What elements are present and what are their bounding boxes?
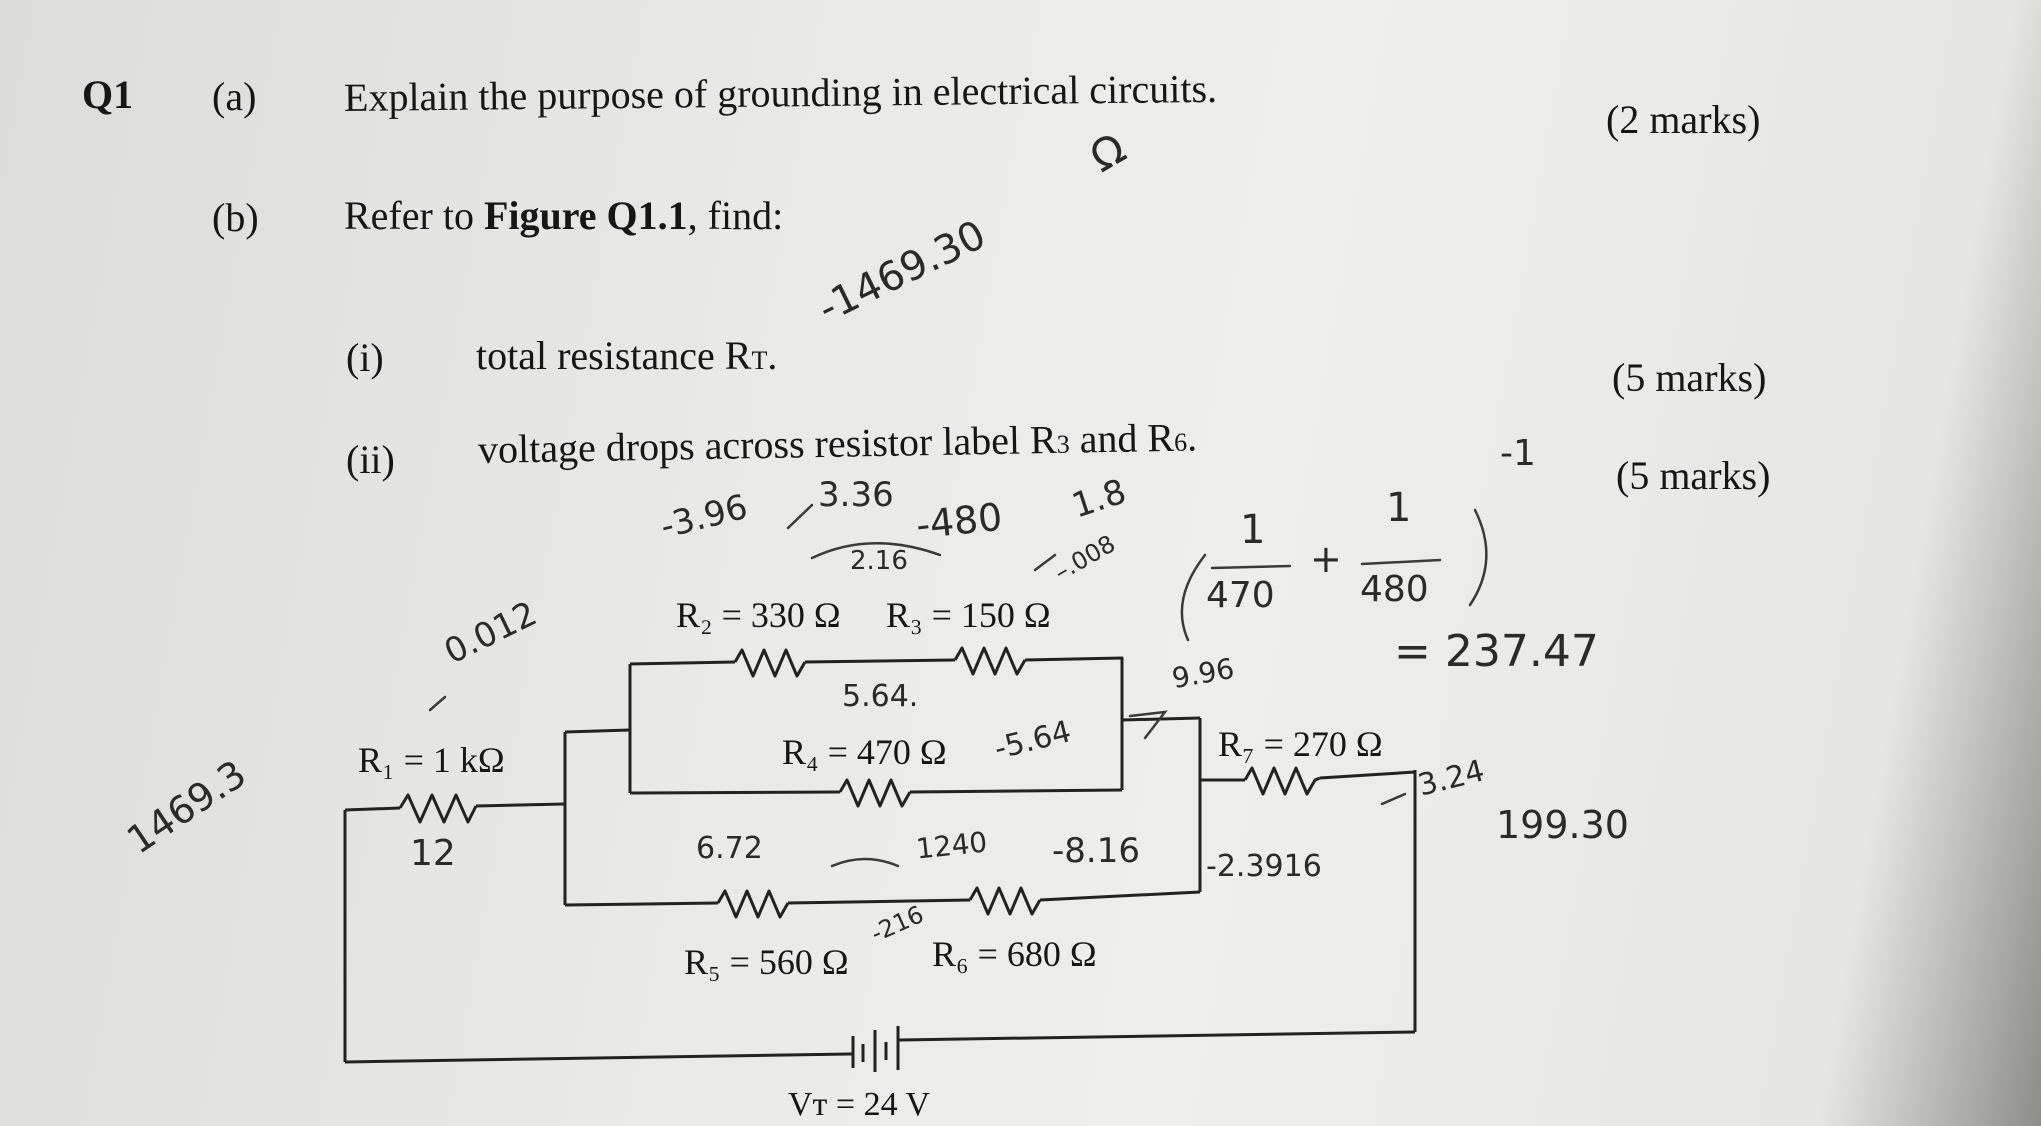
- hw-frac1-num: 1: [1240, 507, 1266, 553]
- sub-i-marks: (5 marks): [1612, 355, 1767, 400]
- scribble-arc: [830, 857, 900, 868]
- sub-i-label: (i): [346, 335, 384, 380]
- wire-r7-right: [1319, 770, 1416, 780]
- resistor-r1: [398, 793, 478, 824]
- hw-v-12: 1240: [914, 825, 989, 866]
- part-b-prefix: Refer to: [344, 193, 484, 238]
- part-a-label: (a): [212, 74, 257, 119]
- hw-frac1-den: 470: [1206, 575, 1275, 616]
- resistor-r7: [1243, 766, 1321, 796]
- sub-i-subscript: T: [751, 346, 768, 375]
- part-b-suffix: , find:: [687, 193, 784, 238]
- wire-bottom-left: [344, 1052, 851, 1064]
- sub-i-text: total resistance RT.: [476, 336, 777, 376]
- wire-r4-left: [629, 790, 841, 795]
- question-number: Q1: [82, 72, 134, 117]
- hw-frac2-num: 1: [1386, 485, 1412, 531]
- scribble-bracket-left: [1180, 553, 1207, 642]
- wire-r6-right: [1039, 890, 1201, 902]
- resistor-r2: [733, 648, 807, 678]
- hw-v-14: -2.3916: [1206, 849, 1322, 884]
- wire-upper-start: [564, 728, 631, 734]
- resistor-r4: [838, 778, 912, 808]
- hw-v-13: -8.16: [1052, 831, 1140, 871]
- scribble-overline: [810, 542, 942, 560]
- wire-top-right: [1024, 656, 1124, 790]
- sub-ii-label: (ii): [346, 437, 395, 482]
- wire-r1-left: [344, 806, 401, 812]
- label-r6: R₆ = 680 Ω: [932, 934, 1097, 974]
- label-r5: R₅ = 560 Ω: [684, 942, 849, 982]
- hw-v-7: 5.64.: [842, 679, 919, 714]
- wire-r5-r6: [787, 898, 971, 905]
- label-r2: R₂ = 330 Ω: [676, 595, 841, 635]
- wire-bottom-branch: [564, 901, 719, 907]
- scribble-slash-1: [786, 503, 814, 530]
- hw-v-2: 3.36: [818, 475, 894, 515]
- label-r3: R₃ = 150 Ω: [886, 595, 1051, 635]
- hw-v-16: 199.30: [1496, 803, 1629, 847]
- hw-v-11: 6.72: [696, 831, 763, 866]
- hw-result: = 237.47: [1394, 626, 1599, 677]
- hw-v-3: 2.16: [850, 546, 908, 576]
- resistor-r3: [953, 646, 1027, 676]
- scribble-fraction-bar-1: [1210, 564, 1292, 570]
- wire-bottom-right: [899, 1030, 1416, 1042]
- wire-r1-right: [475, 802, 566, 808]
- part-b-label: (b): [212, 195, 259, 240]
- part-b-text: Refer to Figure Q1.1, find:: [344, 196, 783, 236]
- scribble-slash-2: [1033, 553, 1057, 572]
- hw-v-10: 12: [410, 833, 456, 874]
- wire-top-mid: [804, 658, 956, 664]
- battery-source: [850, 1026, 900, 1072]
- scribble-bracket-right: [1468, 508, 1488, 607]
- label-source: Vᴛ = 24 V: [788, 1086, 931, 1123]
- part-a-marks: (2 marks): [1606, 97, 1761, 142]
- hw-exponent: -1: [1500, 433, 1536, 474]
- label-r7: R₇ = 270 Ω: [1218, 724, 1383, 764]
- resistor-r6: [968, 886, 1042, 916]
- wire-top: [629, 660, 736, 666]
- scribble-tick: [1128, 710, 1168, 740]
- sub-ii-marks: (5 marks): [1616, 453, 1771, 498]
- sub-i-main: total resistance R: [476, 333, 752, 378]
- figure-ref: Figure Q1.1: [483, 193, 688, 238]
- scribble-fraction-bar-2: [1360, 558, 1442, 566]
- hw-plus: +: [1310, 537, 1342, 581]
- wire-r4-right: [909, 788, 1123, 794]
- label-r1: R₁ = 1 kΩ: [358, 740, 505, 780]
- hw-frac2-den: 480: [1360, 569, 1429, 610]
- hw-v-4: -480: [913, 494, 1005, 548]
- resistor-r5: [716, 889, 790, 919]
- sub-i-end: .: [767, 333, 778, 378]
- label-r4: R₄ = 470 Ω: [782, 732, 947, 772]
- scribble-tick-r1: [428, 695, 447, 712]
- scribble-dash-r7: [1380, 792, 1407, 806]
